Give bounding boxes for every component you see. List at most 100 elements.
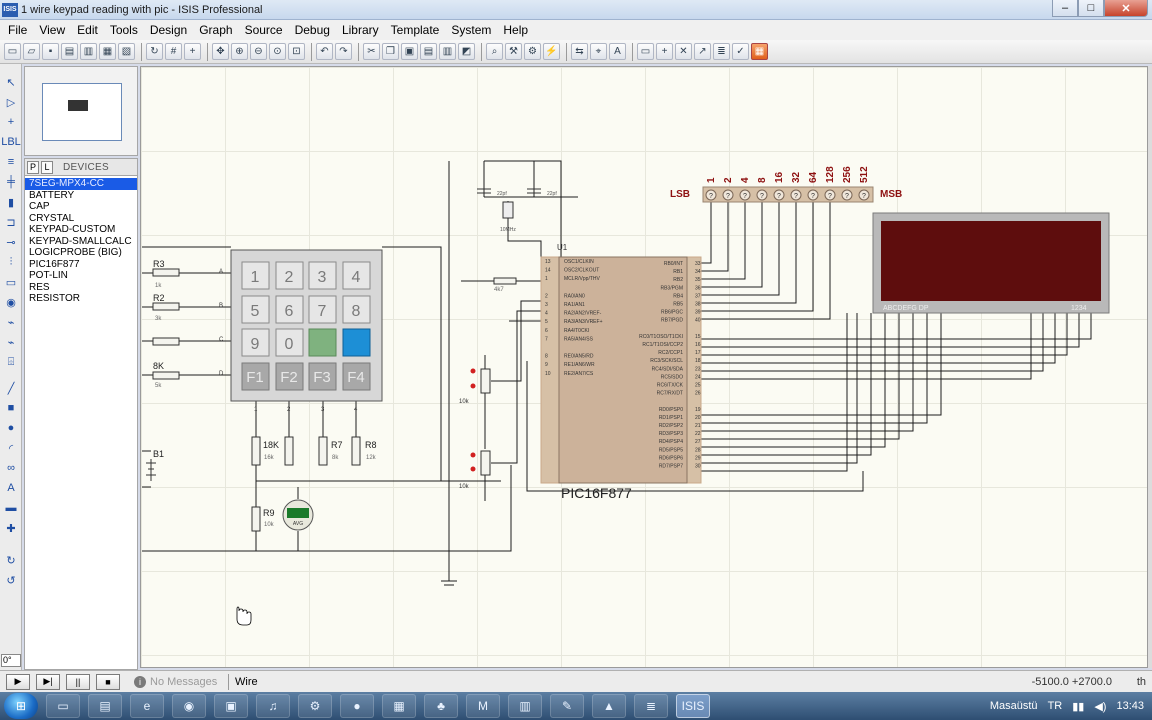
rotate-anticlockwise-icon[interactable]: ↺: [6, 574, 16, 587]
taskbar-app-button[interactable]: ✎: [550, 694, 584, 718]
keypad-key[interactable]: [275, 328, 304, 357]
text-tool-icon[interactable]: A: [7, 482, 15, 494]
refresh-icon[interactable]: ↻: [146, 43, 163, 60]
menu-design[interactable]: Design: [149, 23, 188, 37]
print-icon[interactable]: ▦: [99, 43, 116, 60]
save-icon[interactable]: ▪: [42, 43, 59, 60]
zoom-area-icon[interactable]: ⊡: [288, 43, 305, 60]
keypad-key[interactable]: [342, 295, 371, 324]
device-item[interactable]: BATTERY: [29, 189, 75, 201]
subcircuit-icon[interactable]: ▮: [7, 196, 15, 209]
messages-status[interactable]: No Messages: [150, 675, 218, 688]
menu-help[interactable]: Help: [503, 23, 529, 37]
search-tag-icon[interactable]: ⌖: [590, 43, 607, 60]
close-button[interactable]: ✕: [1104, 0, 1148, 17]
taskbar-app-button[interactable]: ♣: [424, 694, 458, 718]
resistor[interactable]: [251, 436, 261, 466]
remove-sheet-icon[interactable]: ✕: [675, 43, 692, 60]
goto-sheet-icon[interactable]: ↗: [694, 43, 711, 60]
volume-icon[interactable]: ◀): [1094, 700, 1107, 713]
make-device-icon[interactable]: ⚒: [505, 43, 522, 60]
bill-of-materials-icon[interactable]: ≣: [713, 43, 730, 60]
menu-tools[interactable]: Tools: [109, 23, 138, 37]
terminal-icon[interactable]: ⊐: [6, 216, 16, 229]
desktop-toolbar-label[interactable]: Masaüstü: [989, 700, 1038, 712]
copy-icon[interactable]: ❐: [382, 43, 399, 60]
isis-app-icon[interactable]: ISIS: [2, 2, 18, 17]
keypad-key[interactable]: [275, 261, 304, 290]
new-sheet-icon[interactable]: ▭: [637, 43, 654, 60]
current-probe-icon[interactable]: ⌁: [7, 336, 15, 349]
taskbar-app-button[interactable]: ⚙: [298, 694, 332, 718]
grid-toggle-icon[interactable]: #: [165, 43, 182, 60]
menu-debug[interactable]: Debug: [294, 23, 330, 37]
add-sheet-icon[interactable]: +: [656, 43, 673, 60]
play-button[interactable]: ▶: [6, 673, 30, 690]
keypad-key[interactable]: [241, 295, 270, 324]
taskbar-app-button[interactable]: ▣: [214, 694, 248, 718]
device-item[interactable]: 7SEG-MPX4-CC: [25, 178, 137, 190]
pick-devices-button[interactable]: P: [27, 160, 39, 174]
language-indicator[interactable]: TR: [1047, 700, 1063, 712]
pan-icon[interactable]: ✥: [212, 43, 229, 60]
wire[interactable]: [491, 300, 541, 382]
taskbar-app-button[interactable]: ISIS: [676, 694, 710, 718]
symbol-tool-icon[interactable]: ▬: [5, 502, 17, 514]
taskbar-app-button[interactable]: ▭: [46, 694, 80, 718]
menu-view[interactable]: View: [39, 23, 66, 37]
taskbar-app-button[interactable]: ▥: [508, 694, 542, 718]
component-mode-icon[interactable]: ▷: [6, 96, 16, 109]
device-pin-icon[interactable]: ⊸: [6, 236, 16, 249]
device-item[interactable]: POT-LIN: [29, 270, 68, 281]
wire[interactable]: [491, 310, 541, 464]
info-icon[interactable]: i: [134, 675, 146, 688]
keypad-key[interactable]: [342, 261, 371, 290]
resistor[interactable]: [284, 436, 294, 466]
redo-icon[interactable]: ↷: [335, 43, 352, 60]
seven-segment-display[interactable]: ABCDEFG DP 1234: [872, 212, 1110, 314]
wire[interactable]: [507, 201, 542, 259]
rotate-clockwise-icon[interactable]: ↻: [6, 554, 16, 567]
graph-icon[interactable]: ⫶: [9, 255, 13, 268]
menu-template[interactable]: Template: [390, 23, 440, 37]
block-copy-icon[interactable]: ▤: [420, 43, 437, 60]
resistor[interactable]: [251, 506, 261, 532]
keypad-key[interactable]: [241, 261, 270, 290]
device-item[interactable]: CRYSTAL: [29, 212, 75, 224]
battery-symbol[interactable]: [146, 459, 156, 481]
print-area-icon[interactable]: ▧: [118, 43, 135, 60]
potentiometer[interactable]: [480, 368, 491, 394]
menu-file[interactable]: File: [8, 23, 28, 37]
maximize-button[interactable]: □: [1078, 0, 1104, 17]
crystal[interactable]: [502, 201, 514, 219]
resistor[interactable]: [152, 337, 180, 346]
keypad-key[interactable]: [275, 295, 304, 324]
keypad-key[interactable]: [241, 328, 270, 357]
device-item[interactable]: PIC16F877: [29, 258, 80, 270]
step-button[interactable]: ▶|: [36, 673, 60, 690]
keypad-key-blue[interactable]: [342, 328, 371, 357]
resistor[interactable]: [152, 302, 180, 311]
device-item[interactable]: RES: [29, 281, 50, 293]
schematic-canvas[interactable]: 1 2 3 4 5 6 7 8 9 0 F1 F2 F3 F4 A B C: [140, 66, 1148, 668]
overview-window[interactable]: [24, 66, 138, 156]
new-file-icon[interactable]: ▭: [4, 43, 21, 60]
selection-mode-icon[interactable]: ↖: [6, 76, 16, 89]
path-tool-icon[interactable]: ∞: [7, 462, 15, 474]
pic-microcontroller[interactable]: U1 PIC16F877 OSC1/CLKIN13OSC2/CLKOUT14MC…: [540, 243, 702, 501]
device-item[interactable]: KEYPAD-SMALLCALC: [29, 235, 132, 247]
taskbar-app-button[interactable]: ▲: [592, 694, 626, 718]
block-move-icon[interactable]: ▥: [439, 43, 456, 60]
resistor[interactable]: [351, 436, 361, 466]
taskbar-app-button[interactable]: ▦: [382, 694, 416, 718]
zoom-all-icon[interactable]: ⊙: [269, 43, 286, 60]
import-icon[interactable]: ▤: [61, 43, 78, 60]
voltage-probe-icon[interactable]: ⌁: [7, 316, 15, 329]
pick-device-icon[interactable]: ⌕: [486, 43, 503, 60]
taskbar-app-button[interactable]: e: [130, 694, 164, 718]
network-icon[interactable]: ▮▮: [1072, 700, 1085, 713]
keypad-key[interactable]: [308, 295, 337, 324]
wire-label-icon[interactable]: LBL: [1, 136, 21, 148]
cut-icon[interactable]: ✂: [363, 43, 380, 60]
start-button[interactable]: ⊞: [4, 693, 38, 719]
